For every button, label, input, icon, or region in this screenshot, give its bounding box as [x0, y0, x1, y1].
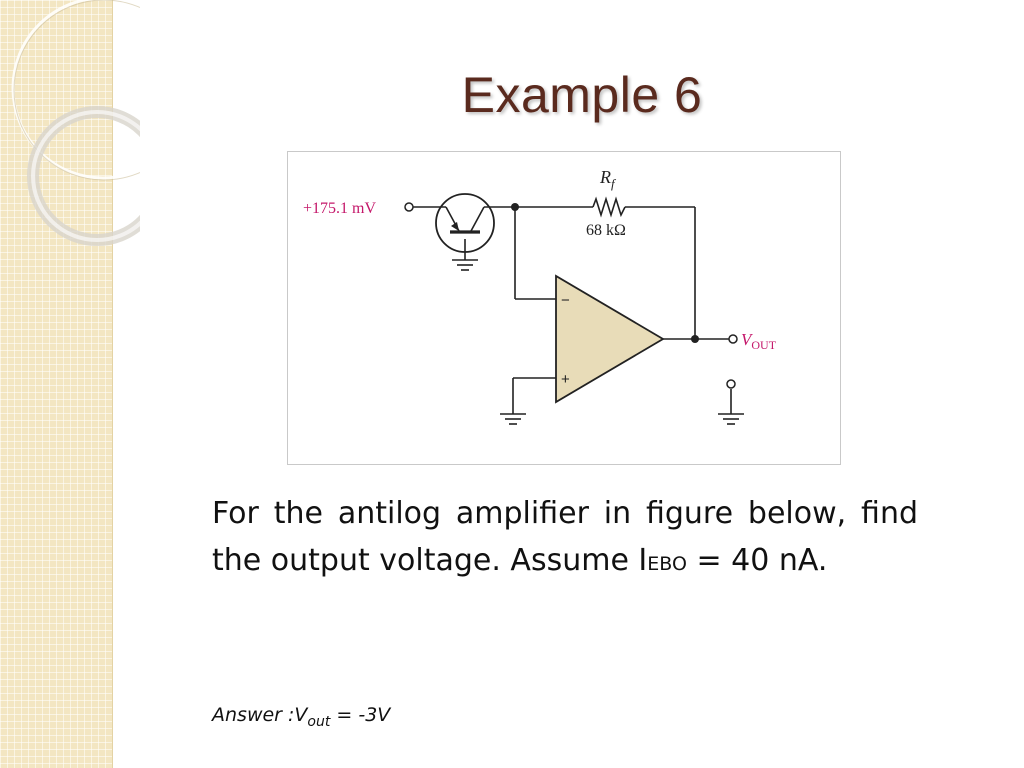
transistor-collector-leg — [470, 206, 485, 232]
circuit-diagram: +175.1 mV Rf 68 kΩ − + VOUT — [303, 167, 777, 425]
feedback-resistor — [592, 196, 626, 218]
output-node-dot — [691, 335, 699, 343]
problem-statement: For the antilog amplifier in figure belo… — [212, 490, 918, 588]
output-voltage-label: VOUT — [741, 330, 777, 352]
ground-output — [718, 413, 744, 425]
inverting-sign: − — [561, 292, 570, 309]
resistor-value-label: 68 kΩ — [586, 222, 626, 239]
input-voltage-label: +175.1 mV — [303, 200, 376, 217]
output-sub: OUT — [751, 338, 776, 352]
circuit-figure: +175.1 mV Rf 68 kΩ − + VOUT — [287, 151, 841, 465]
answer-text: Answer :Vout = -3V — [212, 704, 390, 730]
deco-ring-large-shadow — [13, 0, 140, 181]
resistor-sub: f — [611, 176, 617, 191]
resistor-name-label: Rf — [599, 167, 617, 191]
decorative-rings — [11, 0, 140, 246]
ground-noninverting — [500, 413, 526, 425]
output-name: V — [741, 330, 754, 349]
answer-subscript: out — [307, 713, 331, 730]
deco-ring-small-inner — [31, 110, 140, 242]
problem-subscript: EBO — [647, 553, 687, 575]
resistor-name: R — [599, 167, 611, 187]
transistor-circle — [435, 193, 495, 253]
transistor-emitter-arrow — [451, 222, 459, 231]
output-terminal — [728, 334, 738, 344]
input-terminal — [404, 202, 414, 212]
answer-suffix: = -3V — [330, 704, 391, 726]
ground-base — [452, 259, 478, 271]
output-ground-terminal — [726, 379, 736, 389]
opamp-triangle — [555, 274, 665, 404]
feedback-node-dot — [511, 203, 519, 211]
slide-title: Example 6 — [461, 67, 703, 123]
transistor — [435, 193, 495, 253]
answer-prefix: Answer :V — [212, 704, 308, 726]
problem-text-after: = 40 nA. — [686, 543, 828, 578]
problem-text-before: For the antilog amplifier in figure belo… — [212, 496, 918, 578]
deco-ring-large — [11, 0, 140, 180]
noninverting-sign: + — [561, 371, 570, 388]
